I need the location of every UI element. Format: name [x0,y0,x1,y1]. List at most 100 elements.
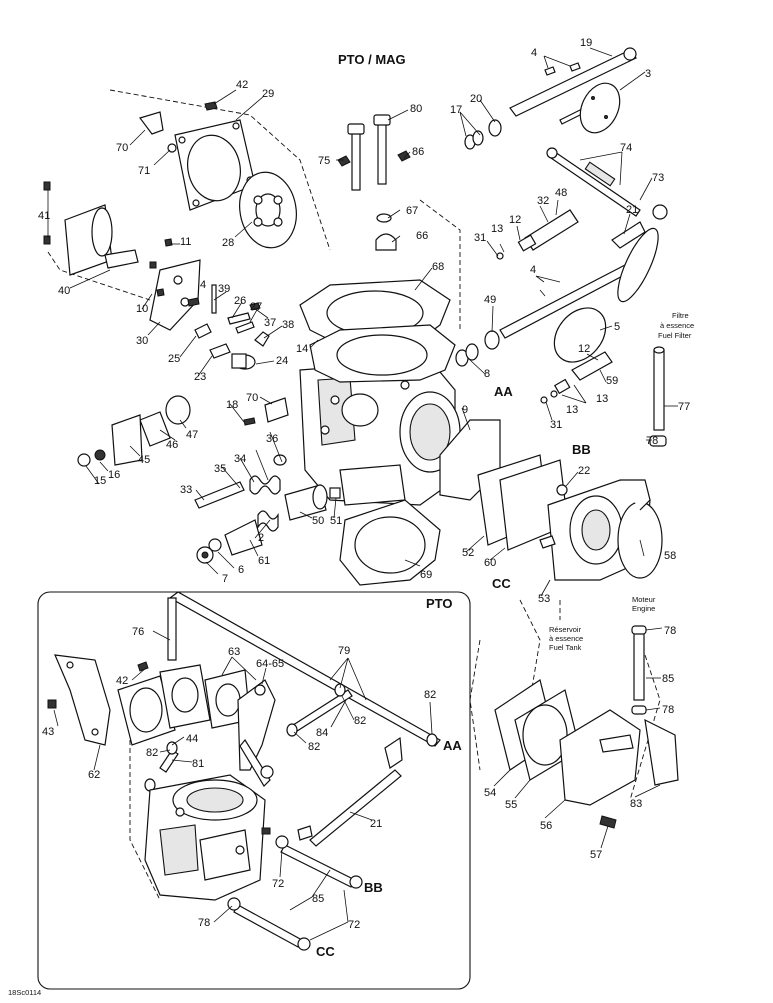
part-label: 85 [662,673,674,685]
inset-linkage [237,679,276,787]
part-label: 79 [338,645,350,657]
note-tank-en: Fuel Tank [549,643,582,652]
part-label: 3 [645,68,651,80]
inset-hoses [227,827,363,951]
ref-bb-inset: BB [364,880,383,895]
part-label: 63 [228,646,240,658]
part-label: 42 [116,675,128,687]
dashed-guides [47,89,661,901]
part-label: 24 [276,355,288,367]
part-label: 80 [410,103,422,115]
part-label: 64-65 [256,658,284,670]
gasket-68 [299,279,456,383]
note-engine-en: Engine [632,604,655,613]
top-throttle-shaft [464,47,637,150]
idle-screws [496,209,613,404]
ref-aa-main: AA [494,384,513,399]
part-label: 81 [192,758,204,770]
part-label: 52 [462,547,474,559]
part-label: 13 [596,393,608,405]
ref-bb-main: BB [572,442,591,457]
note-fuel-filter-fr2: à essence [660,321,694,330]
note-tank-fr2: à essence [549,634,583,643]
part-label: 84 [316,727,328,739]
part-label: 78 [664,625,676,637]
part-label: 77 [678,401,690,413]
note-tank-fr1: Réservoir [549,625,582,634]
part-label: 43 [42,726,54,738]
part-label: 9 [462,404,468,416]
note-engine-fr: Moteur [632,595,656,604]
part-label: 40 [58,285,70,297]
fuel-pump [477,454,663,581]
title-pto-mag: PTO / MAG [338,52,406,67]
footer-code: 18Sc0114 [8,988,41,997]
part-label: 4 [200,279,206,291]
part-label: 17 [450,104,462,116]
part-label: 68 [432,261,444,273]
part-label: 71 [138,165,150,177]
part-label: 57 [590,849,602,861]
main-carburetor-body [299,359,461,506]
part-label: 78 [662,704,674,716]
part-label: 27 [250,301,262,313]
part-label: 44 [186,733,198,745]
part-label: 72 [348,919,360,931]
part-label: 78 [198,917,210,929]
pto-inset-frame [37,591,471,990]
part-label: 15 [94,475,106,487]
diaphragm-28 [239,171,297,249]
part-label: 61 [258,555,270,567]
part-label: 13 [491,223,503,235]
part-label: 4 [530,264,536,276]
part-label: 73 [652,172,664,184]
part-label: 86 [412,146,424,158]
part-label: 28 [222,237,234,249]
part-label: 51 [330,515,342,527]
part-label: 83 [630,798,642,810]
pump-cover-40 [43,181,157,276]
bolts-80 [337,114,411,251]
inset-carburetor-body [144,774,266,901]
part-label: 12 [578,343,590,355]
inset-flange [117,661,251,746]
part-label: 38 [282,319,294,331]
inset-shaft-21 [297,736,403,847]
part-label: 67 [406,205,418,217]
part-label: 69 [420,569,432,581]
part-label: 66 [416,230,428,242]
fuel-pump-inset-parts [494,625,679,829]
part-label: 14 [296,343,308,355]
part-label: 59 [606,375,618,387]
part-label: 49 [484,294,496,306]
part-label: 31 [550,419,562,431]
part-label: 39 [218,283,230,295]
plunger-parts [194,323,256,370]
part-label: 25 [168,353,180,365]
part-label: 72 [272,878,284,890]
part-label: 42 [236,79,248,91]
right-throttle-shaft [455,221,659,367]
part-label: 58 [664,550,676,562]
part-label: 6 [238,564,244,576]
ref-aa-inset: AA [443,738,462,753]
part-label: 31 [474,232,486,244]
part-label: 82 [424,689,436,701]
part-label: 37 [264,317,276,329]
cover-plate-29 [174,119,256,211]
ref-cc-inset: CC [316,944,335,959]
part-label: 56 [540,820,552,832]
part-label: 82 [146,747,158,759]
lever-assembly [149,238,270,347]
part-label: 21 [626,204,638,216]
part-number-labels: 19 4 3 20 17 74 73 80 75 86 42 29 70 71 … [38,37,690,931]
part-label: 4 [531,47,537,59]
part-label: 30 [136,335,148,347]
part-label: 26 [234,295,246,307]
spring-plunger [194,397,341,532]
part-label: 76 [132,626,144,638]
part-label: 23 [194,371,206,383]
note-fuel-filter-fr1: Filtre [672,311,689,320]
bracket-70-top [139,111,177,153]
